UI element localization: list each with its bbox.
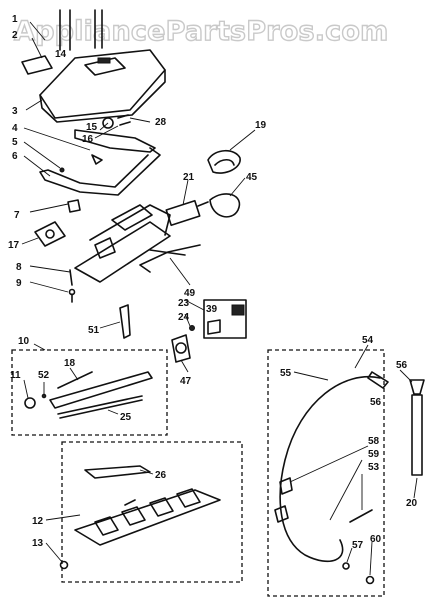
part-number-45: 45 [246,172,258,183]
part-number-11: 11 [10,370,21,381]
part-number-59: 59 [368,449,380,460]
part-number-24: 24 [178,312,190,323]
fitting-part-7 [67,199,81,213]
wheel-part-47 [171,334,191,363]
vacuum-housing [39,9,166,123]
part-number-57: 57 [352,540,364,551]
part-number-60: 60 [370,534,382,545]
part-number-13: 13 [32,538,44,549]
part-number-15: 15 [86,122,98,133]
part-number-26: 26 [155,470,167,481]
part-number-14: 14 [55,49,67,60]
wand-part-20 [409,379,425,476]
lever-part-49 [139,244,201,273]
part-number-3: 3 [12,106,18,117]
group-box-12 [61,441,243,583]
part-number-8: 8 [16,262,22,273]
part-number-5: 5 [12,137,18,148]
brushroll-part-25 [24,371,153,419]
part-number-56a: 56 [396,360,408,371]
part-number-18: 18 [64,358,76,369]
brush-part-19 [207,149,241,174]
bumper-part-2 [21,55,53,75]
part-number-21: 21 [183,172,195,183]
part-number-54: 54 [362,335,374,346]
group-box-10 [11,349,168,436]
belt-part-45 [209,193,241,218]
part-number-47: 47 [180,376,192,387]
leader-lines [21,21,418,576]
part-number-9: 9 [16,278,22,289]
part-number-39: 39 [206,304,218,315]
watermark: AppliancePartsPros.com [14,16,388,47]
screw-part-23-24 [189,325,195,331]
part-number-25: 25 [120,412,132,423]
part-number-23: 23 [178,298,190,309]
part-number-6: 6 [12,151,18,162]
fan-part-17 [34,221,66,247]
part-number-28: 28 [155,117,167,128]
part-number-2: 2 [12,30,18,41]
part-number-19: 19 [255,120,267,131]
part-number-53: 53 [368,462,380,473]
part-number-7: 7 [14,210,20,221]
bracket-part-39 [203,299,247,339]
part-number-12: 12 [32,516,44,527]
part-number-56b: 56 [370,397,382,408]
part-number-16: 16 [82,134,94,145]
part-number-58: 58 [368,436,380,447]
group-box-54 [267,349,385,597]
screws-8-9 [68,288,76,303]
small-parts-15-16-28 [59,114,131,173]
part-number-52: 52 [38,370,50,381]
part-number-4: 4 [12,123,18,134]
part-number-20: 20 [406,498,418,509]
part-number-10: 10 [18,336,30,347]
bottom-plate-part-12 [59,465,221,570]
part-number-51: 51 [88,325,100,336]
part-number-17: 17 [8,240,20,251]
handle-part-5 [39,129,161,196]
part-number-49: 49 [184,288,196,299]
motor-part-21 [165,199,209,227]
part-number-55: 55 [280,368,292,379]
hose-assembly-part-54 [274,371,389,585]
part-number-1: 1 [12,14,18,25]
bracket-part-51 [119,304,131,339]
